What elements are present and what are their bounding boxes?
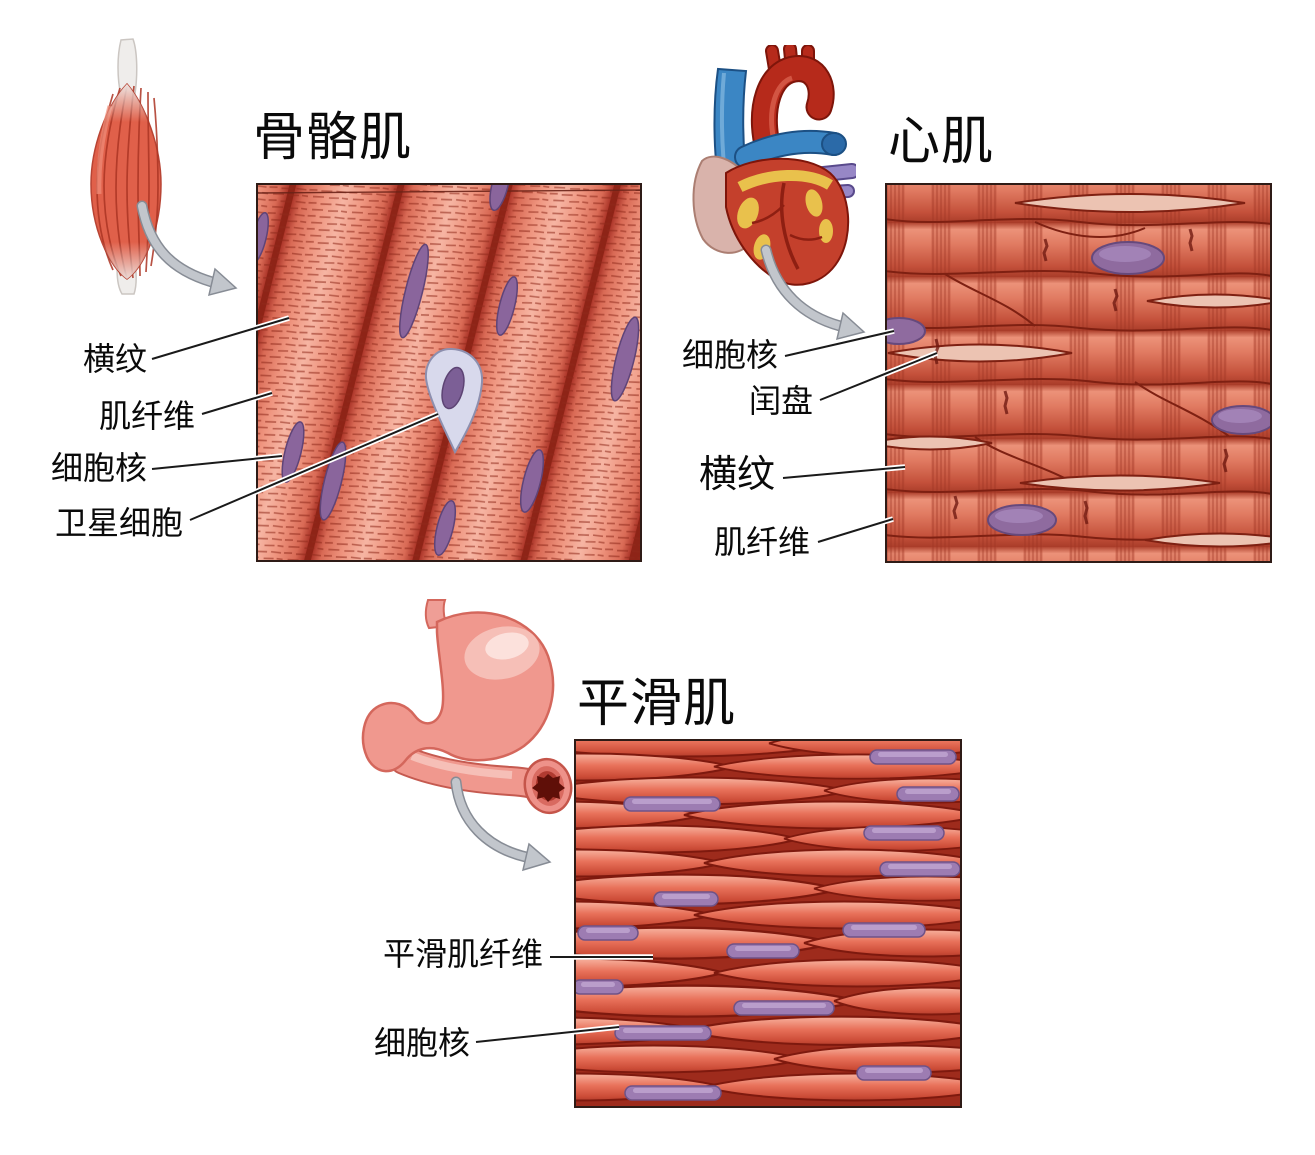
cardiac-muscle-title: 心肌 [888, 113, 995, 171]
cardiac-muscle-micrograph-panel [885, 183, 1272, 563]
intestine-cross-section [523, 757, 573, 815]
satellite-cell-nucleus [441, 366, 465, 410]
skeletal-muscle-title: 骨骼肌 [253, 109, 413, 167]
cardiac-striations-overlay [885, 183, 1272, 563]
cardiac-nuclei [885, 241, 1272, 536]
panel-border [574, 739, 962, 1108]
label-skeletal-satellite-cell: 卫星细胞 [54, 505, 183, 541]
label-smooth-muscle-fiber: 平滑肌纤维 [382, 936, 543, 972]
label-cardiac-nucleus: 细胞核 [681, 337, 778, 373]
aorta [751, 55, 835, 163]
label-cardiac-intercalated-disc: 闰盘 [748, 383, 813, 419]
fiber-gaps [885, 193, 1272, 548]
skeletal-muscle-icon [90, 38, 162, 295]
epicardial-fat [737, 170, 833, 260]
label-skeletal-striations: 横纹 [82, 341, 147, 377]
pulmonary-artery-blue-vessel [734, 129, 847, 169]
label-cardiac-muscle-fiber: 肌纤维 [713, 524, 810, 560]
label-smooth-nucleus: 细胞核 [373, 1025, 470, 1061]
label-skeletal-muscle-fiber: 肌纤维 [98, 398, 195, 434]
striation-line [257, 189, 641, 194]
label-skeletal-nucleus: 细胞核 [50, 450, 147, 486]
lumen-star [532, 774, 565, 802]
stomach-icon [361, 599, 573, 815]
smooth-muscle-nuclei [574, 749, 961, 1101]
fiber-contours [885, 218, 1272, 541]
satellite-cell [424, 347, 484, 455]
stomach-highlight-2 [485, 632, 529, 660]
skeletal-muscle-micrograph-panel [256, 183, 642, 562]
smooth-muscle-title: 平滑肌 [577, 675, 737, 733]
heart-icon [692, 45, 856, 286]
smooth-muscle-micrograph-panel [574, 739, 962, 1108]
panel-border [256, 183, 642, 562]
label-cardiac-striations: 横纹 [698, 454, 775, 496]
